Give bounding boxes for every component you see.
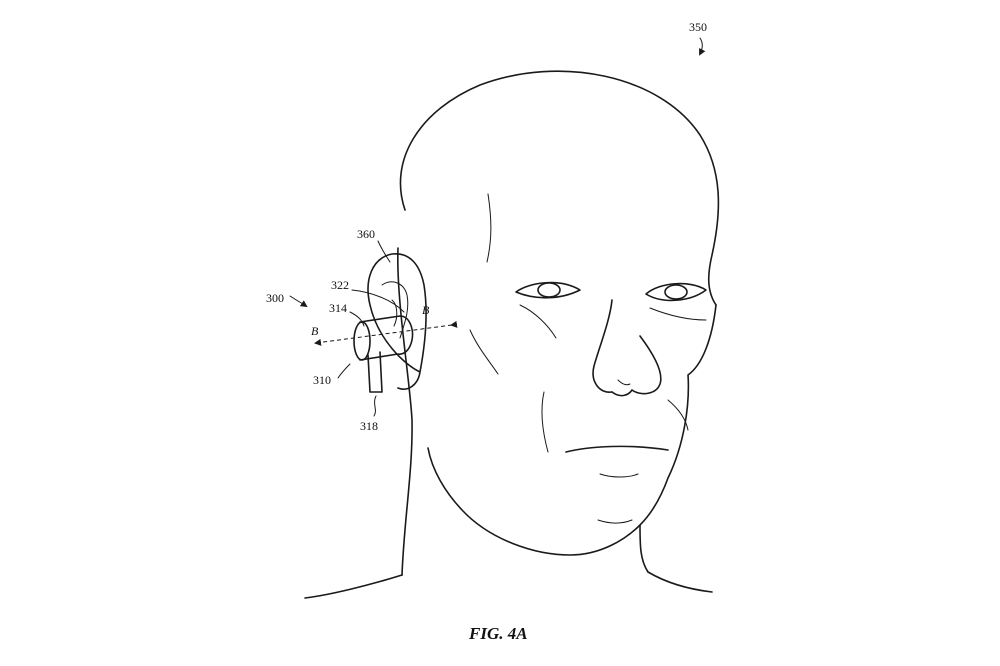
leader-lines xyxy=(289,37,706,417)
axis-label-b-right: B xyxy=(422,303,430,317)
head-outline xyxy=(304,70,720,599)
ref-322: 322 xyxy=(331,278,349,292)
ref-360: 360 xyxy=(357,227,375,241)
figure-caption: FIG. 4A xyxy=(468,624,528,643)
axis-b-line xyxy=(314,320,458,346)
facial-features xyxy=(469,193,707,524)
ear xyxy=(367,253,427,390)
ref-350: 350 xyxy=(689,20,707,34)
axis-label-b-left: B xyxy=(311,324,319,338)
ref-314: 314 xyxy=(329,301,347,315)
ref-318: 318 xyxy=(360,419,378,433)
ref-300: 300 xyxy=(266,291,284,305)
ref-310: 310 xyxy=(313,373,331,387)
